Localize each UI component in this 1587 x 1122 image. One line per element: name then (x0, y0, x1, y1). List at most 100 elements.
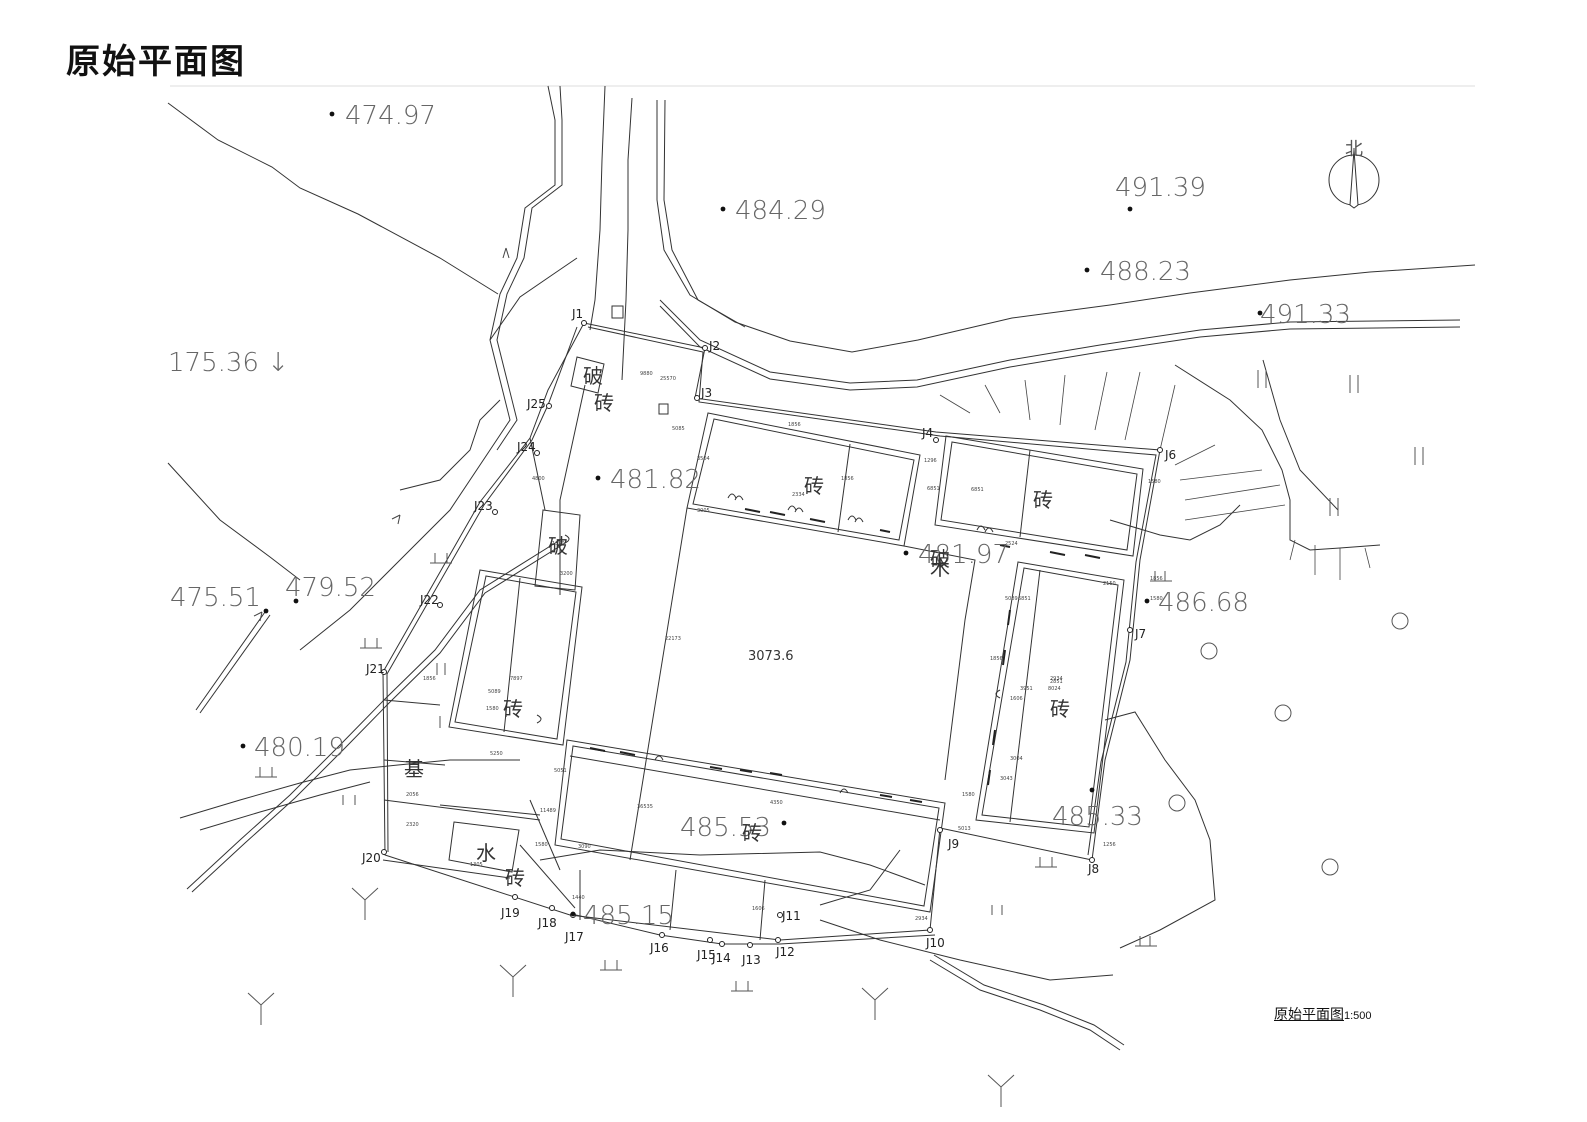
dimension-label: 1856 (423, 676, 436, 682)
elevation-label: 484.29 (735, 196, 826, 226)
stake-label: J9 (947, 837, 959, 851)
dimension-label: 2524 (1005, 541, 1018, 547)
elevation-label: 480.19 (254, 733, 345, 763)
dimension-label: 4800 (532, 476, 545, 482)
elevation-point (293, 598, 299, 604)
elevation-label: 485.15 (583, 901, 674, 931)
dimension-label: 6851 (971, 487, 984, 493)
dimension-label: 22173 (665, 636, 681, 642)
elevation-label: 479.52 (285, 573, 376, 603)
elevation-point (1084, 267, 1090, 273)
material-label: 木 (930, 556, 950, 580)
stake-label: J8 (1087, 862, 1099, 876)
dimension-label: 3951 (1020, 686, 1033, 692)
dimension-label: 1256 (1103, 842, 1116, 848)
elevation-label: 175.36 ↓ (168, 348, 289, 378)
stake-label: J19 (500, 906, 520, 920)
stake-label: J11 (781, 909, 801, 923)
elevation-label: 481.82 (610, 465, 701, 495)
dimension-label: 11489 (540, 808, 556, 814)
elevation-point (1257, 310, 1263, 316)
elevation-point (240, 743, 246, 749)
elevation-label: 488.23 (1100, 257, 1191, 287)
dimension-label: 25570 (660, 376, 676, 382)
elevation-label: 485.53 (680, 813, 771, 843)
stake-label: J2 (708, 339, 720, 353)
material-label: 基 (404, 757, 424, 781)
material-label: 砖 (505, 866, 525, 890)
dimension-label: 5250 (490, 751, 503, 757)
dimension-label: 1580 (962, 792, 975, 798)
dimension-label: 3504 (697, 456, 710, 462)
elevation-label: 491.33 (1260, 300, 1351, 330)
dimension-label: 3200 (560, 571, 573, 577)
dimension-label: 6851 (927, 486, 940, 492)
stake-label: J15 (696, 948, 716, 962)
dimension-label: 2851 (1050, 679, 1063, 685)
scale-ratio: 1:500 (1344, 1010, 1372, 1022)
material-label: 砖 (804, 474, 824, 498)
dimension-label: 1305 (470, 862, 483, 868)
elevation-label: 475.51 (170, 583, 261, 613)
stake-label: J20 (361, 851, 381, 865)
stake-label: J23 (473, 499, 493, 513)
dimension-label: 2334 (792, 492, 805, 498)
stake-labels: J1J2J3J4J6J7J8J9J10J11J12J13J14J15J16J17… (361, 307, 1176, 967)
elevation-point (720, 206, 726, 212)
dimension-label: 3090 (578, 844, 591, 850)
material-label: 砖 (1050, 697, 1070, 721)
grass-symbols (255, 370, 1424, 992)
stake-label: J18 (537, 916, 557, 930)
stake-label: J7 (1134, 627, 1146, 641)
material-label: 砖 (503, 697, 523, 721)
dimension-label: 2934 (915, 916, 928, 922)
stake-label: J13 (741, 953, 761, 967)
dimension-label: 2056 (406, 792, 419, 798)
dimension-label: 5051 (554, 768, 567, 774)
courtyard-lines (382, 384, 976, 941)
stake-markers (381, 320, 1163, 948)
tree-symbols (247, 887, 1015, 1107)
elevation-label: 474.97 (345, 101, 436, 131)
elevation-label: 481.97 (918, 540, 1009, 570)
stake-label: J16 (649, 941, 669, 955)
dimension-label: 3004 (1010, 756, 1023, 762)
site-boundary (382, 322, 1161, 945)
dimension-label: 1296 (924, 458, 937, 464)
elevation-point (263, 608, 269, 614)
elevation-point (903, 550, 909, 556)
dimension-label: 1606 (752, 906, 765, 912)
dimension-label: 1856 (788, 422, 801, 428)
scale-caption: 原始平面图1:500 (1274, 1004, 1372, 1024)
dimension-label: 4350 (770, 800, 783, 806)
dimension-label: 1360 (552, 541, 565, 547)
dimension-label: 5013 (958, 826, 971, 832)
dimension-label: 3005 (697, 508, 710, 514)
slope-hatching (939, 371, 1371, 580)
stake-label: J4 (921, 426, 933, 440)
dimension-label: 7897 (510, 676, 523, 682)
terrain-lines (167, 85, 1476, 1051)
dimension-label: 1580 (1148, 479, 1161, 485)
elevation-point (1089, 787, 1095, 793)
scale-caption-label: 原始平面图 (1274, 1007, 1344, 1023)
elevation-point (329, 111, 335, 117)
wall-marks (589, 508, 1101, 803)
material-label: 砖 (742, 821, 762, 845)
elevation-point (1144, 598, 1150, 604)
dimension-label: 5089 (1005, 596, 1018, 602)
dimension-label: 2150 (1103, 581, 1116, 587)
flow-arrows (253, 247, 510, 622)
stake-label: J25 (526, 397, 546, 411)
elevation-point (1127, 206, 1133, 212)
dimension-label: 1856 (990, 656, 1003, 662)
dimension-label: 2934 (1050, 676, 1063, 682)
page-title: 原始平面图 (66, 42, 246, 82)
material-label: 破 (583, 364, 603, 388)
north-arrow: 北 (1328, 139, 1380, 209)
dimension-label: 1856 (1150, 576, 1163, 582)
material-label: 破 (548, 534, 568, 558)
material-label: 砖 (1033, 488, 1053, 512)
